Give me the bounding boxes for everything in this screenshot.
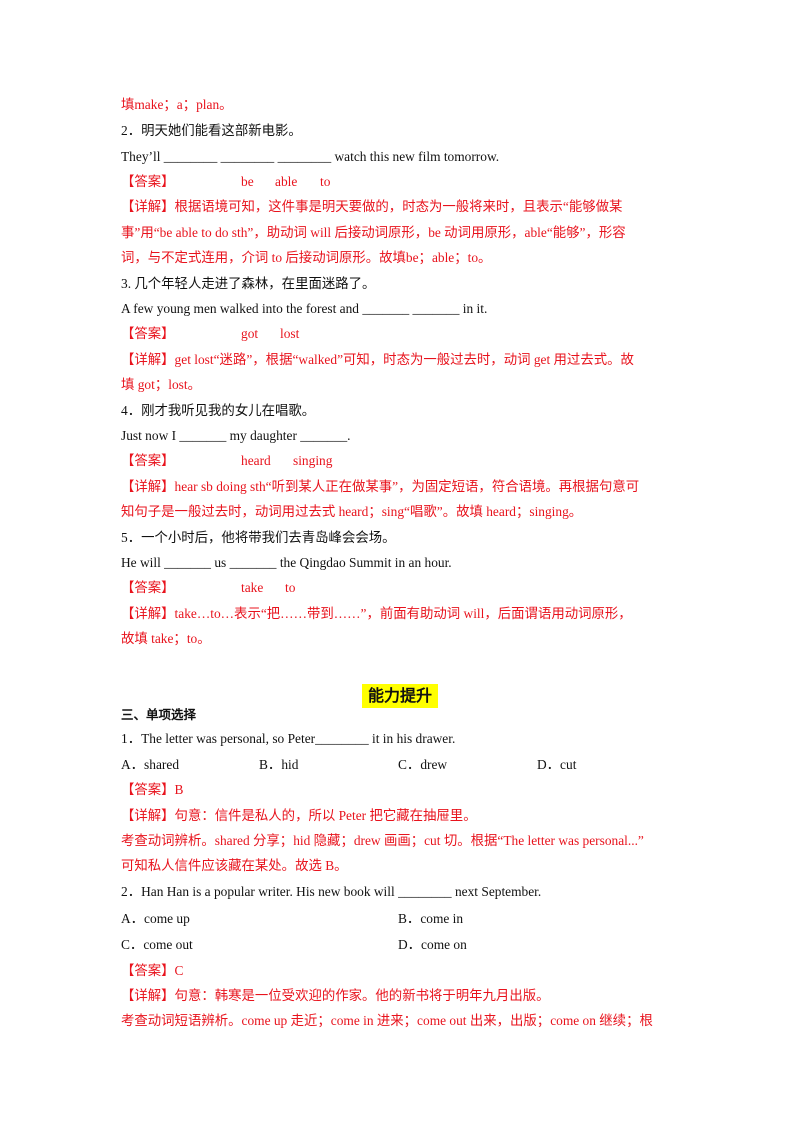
question-2-english: They’ll ________ ________ ________ watch… [121,149,500,164]
answer-label: 【答案】 [121,326,175,341]
explanation-line: 【详解】句意：韩寒是一位受欢迎的作家。他的新书将于明年九月出版。 [121,988,550,1003]
answer-line-2: 【答案】 be able to [121,173,330,191]
question-5-chinese: 5．一个小时后，他将带我们去青岛峰会会场。 [121,530,396,545]
explanation-line: 可知私人信件应该藏在某处。故选 B。 [121,858,348,873]
section-heading: 三、单项选择 [121,707,197,722]
answer-label: 【答案】 [121,174,175,189]
answer-value: to [285,580,296,595]
answer-value: lost [280,326,300,341]
answer-line-mc2: 【答案】C [121,963,184,978]
answer-value: heard [241,453,271,468]
question-5-english: He will _______ us _______ the Qingdao S… [121,555,452,570]
answer-value: be [241,174,254,189]
option-c: C．come out [121,937,193,952]
explanation-line: 【详解】get lost“迷路”，根据“walked”可知，时态为一般过去时，动… [121,352,634,367]
question-4-chinese: 4．刚才我听见我的女儿在唱歌。 [121,403,316,418]
explanation-line: 考查动词短语辨析。come up 走近；come in 进来；come out … [121,1013,653,1028]
option-d: D．come on [398,937,467,952]
question-2-chinese: 2．明天她们能看这部新电影。 [121,123,302,138]
option-b: B．hid [259,757,299,772]
answer-value: got [241,326,259,341]
answer-line-mc1: 【答案】B [121,782,184,797]
answer-value: able [275,174,298,189]
answer-value: singing [293,453,333,468]
answer-label: 【答案】 [121,453,175,468]
mc-question-1: 1．The letter was personal, so Peter_____… [121,731,456,746]
explanation-line: 填 got；lost。 [121,377,201,392]
explanation-line: 【详解】句意：信件是私人的，所以 Peter 把它藏在抽屉里。 [121,808,477,823]
explanation-line: 知句子是一般过去时，动词用过去式 heard；sing“唱歌”。故填 heard… [121,504,583,519]
option-b: B．come in [398,911,464,926]
question-4-english: Just now I _______ my daughter _______. [121,428,351,443]
option-a: A．shared [121,757,180,772]
answer-line-4: 【答案】 heard singing [121,452,332,470]
explanation-line: 故填 take；to。 [121,631,211,646]
option-a: A．come up [121,911,190,926]
explanation-line: 【详解】take…to…表示“把……带到……”，前面有助动词 will，后面谓语… [121,606,632,621]
explanation-line: 考查动词辨析。shared 分享；hid 隐藏；drew 画画；cut 切。根据… [121,833,644,848]
explanation-line: 事”用“be able to do sth”，助动词 will 后接动词原形，b… [121,225,626,240]
option-c: C．drew [398,757,448,772]
explanation-line: 【详解】根据语境可知，这件事是明天要做的，时态为一般将来时，且表示“能够做某 [121,199,623,214]
answer-label: 【答案】 [121,580,175,595]
answer-value: take [241,580,264,595]
explanation-line: 【详解】hear sb doing sth“听到某人正在做某事”，为固定短语，符… [121,479,640,494]
question-3-english: A few young men walked into the forest a… [121,301,488,316]
mc-question-2: 2．Han Han is a popular writer. His new b… [121,884,542,899]
section-title-highlighted: 能力提升 [362,684,438,708]
answer-line-3: 【答案】 got lost [121,325,299,343]
option-d: D．cut [537,757,577,772]
explanation-line: 填make；a；plan。 [121,97,233,112]
answer-line-5: 【答案】 take to [121,579,295,597]
question-3-chinese: 3. 几个年轻人走进了森林，在里面迷路了。 [121,276,376,291]
explanation-line: 词，与不定式连用，介词 to 后接动词原形。故填be；able；to。 [121,250,492,265]
answer-value: to [320,174,331,189]
